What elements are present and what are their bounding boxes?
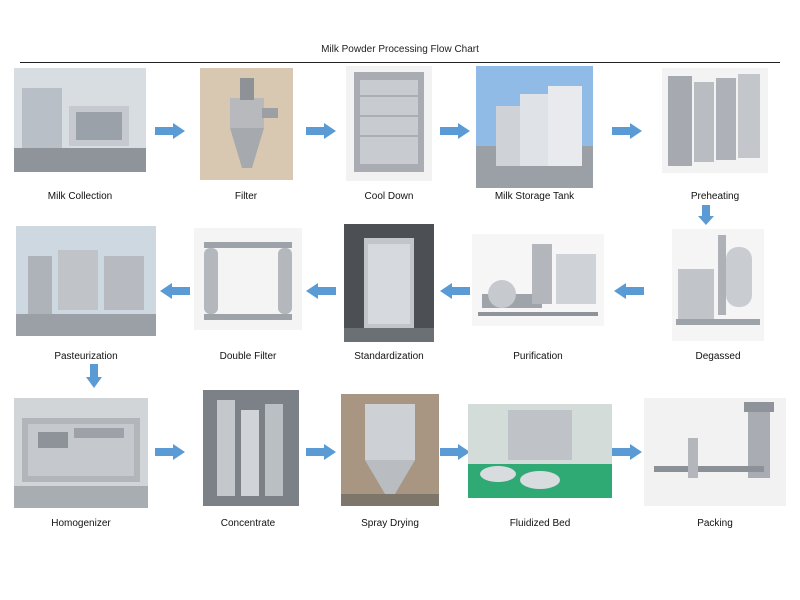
packing-photo — [644, 398, 786, 506]
step-label-milk-storage-tank: Milk Storage Tank — [494, 191, 575, 202]
degassed-photo — [672, 229, 764, 341]
homogenizer-photo — [14, 398, 148, 508]
arrow-left-icon — [306, 283, 336, 299]
step-label-standardization: Standardization — [354, 351, 424, 362]
step-label-spray-drying: Spray Drying — [361, 518, 419, 529]
step-label-degassed: Degassed — [695, 351, 741, 362]
arrow-right-icon — [155, 444, 185, 460]
arrow-left-icon — [440, 283, 470, 299]
step-label-filter: Filter — [234, 191, 258, 202]
step-label-fluidized-bed: Fluidized Bed — [509, 518, 571, 529]
step-label-double-filter: Double Filter — [219, 351, 277, 362]
step-label-concentrate: Concentrate — [220, 518, 276, 529]
standardization-photo — [344, 224, 434, 342]
step-label-homogenizer: Homogenizer — [51, 518, 111, 529]
double-filter-photo — [194, 228, 302, 330]
arrow-right-icon — [155, 123, 185, 139]
step-label-purification: Purification — [513, 351, 563, 362]
arrow-right-icon — [440, 444, 470, 460]
purification-photo — [472, 234, 604, 326]
arrow-left-icon — [160, 283, 190, 299]
filter-photo — [200, 68, 293, 180]
arrow-right-icon — [612, 444, 642, 460]
spray-drying-photo — [341, 394, 439, 506]
step-label-pasteurization: Pasteurization — [54, 351, 118, 362]
arrow-right-icon — [612, 123, 642, 139]
cool-down-photo — [346, 66, 432, 181]
chart-title: Milk Powder Processing Flow Chart — [321, 44, 479, 55]
step-label-preheating: Preheating — [690, 191, 740, 202]
arrow-right-icon — [306, 444, 336, 460]
milk-storage-tank-photo — [476, 66, 593, 188]
step-label-packing: Packing — [697, 518, 733, 529]
arrow-right-icon — [306, 123, 336, 139]
pasteurization-photo — [16, 226, 156, 336]
arrow-left-icon — [614, 283, 644, 299]
arrow-down-icon — [698, 205, 714, 225]
arrow-down-icon — [86, 364, 102, 388]
arrow-right-icon — [440, 123, 470, 139]
step-label-cool-down: Cool Down — [364, 191, 414, 202]
milk-collection-photo — [14, 68, 146, 172]
preheating-photo — [662, 68, 768, 173]
concentrate-photo — [203, 390, 299, 506]
title-divider — [20, 62, 780, 63]
fluidized-bed-photo — [468, 404, 612, 498]
step-label-milk-collection: Milk Collection — [47, 191, 113, 202]
